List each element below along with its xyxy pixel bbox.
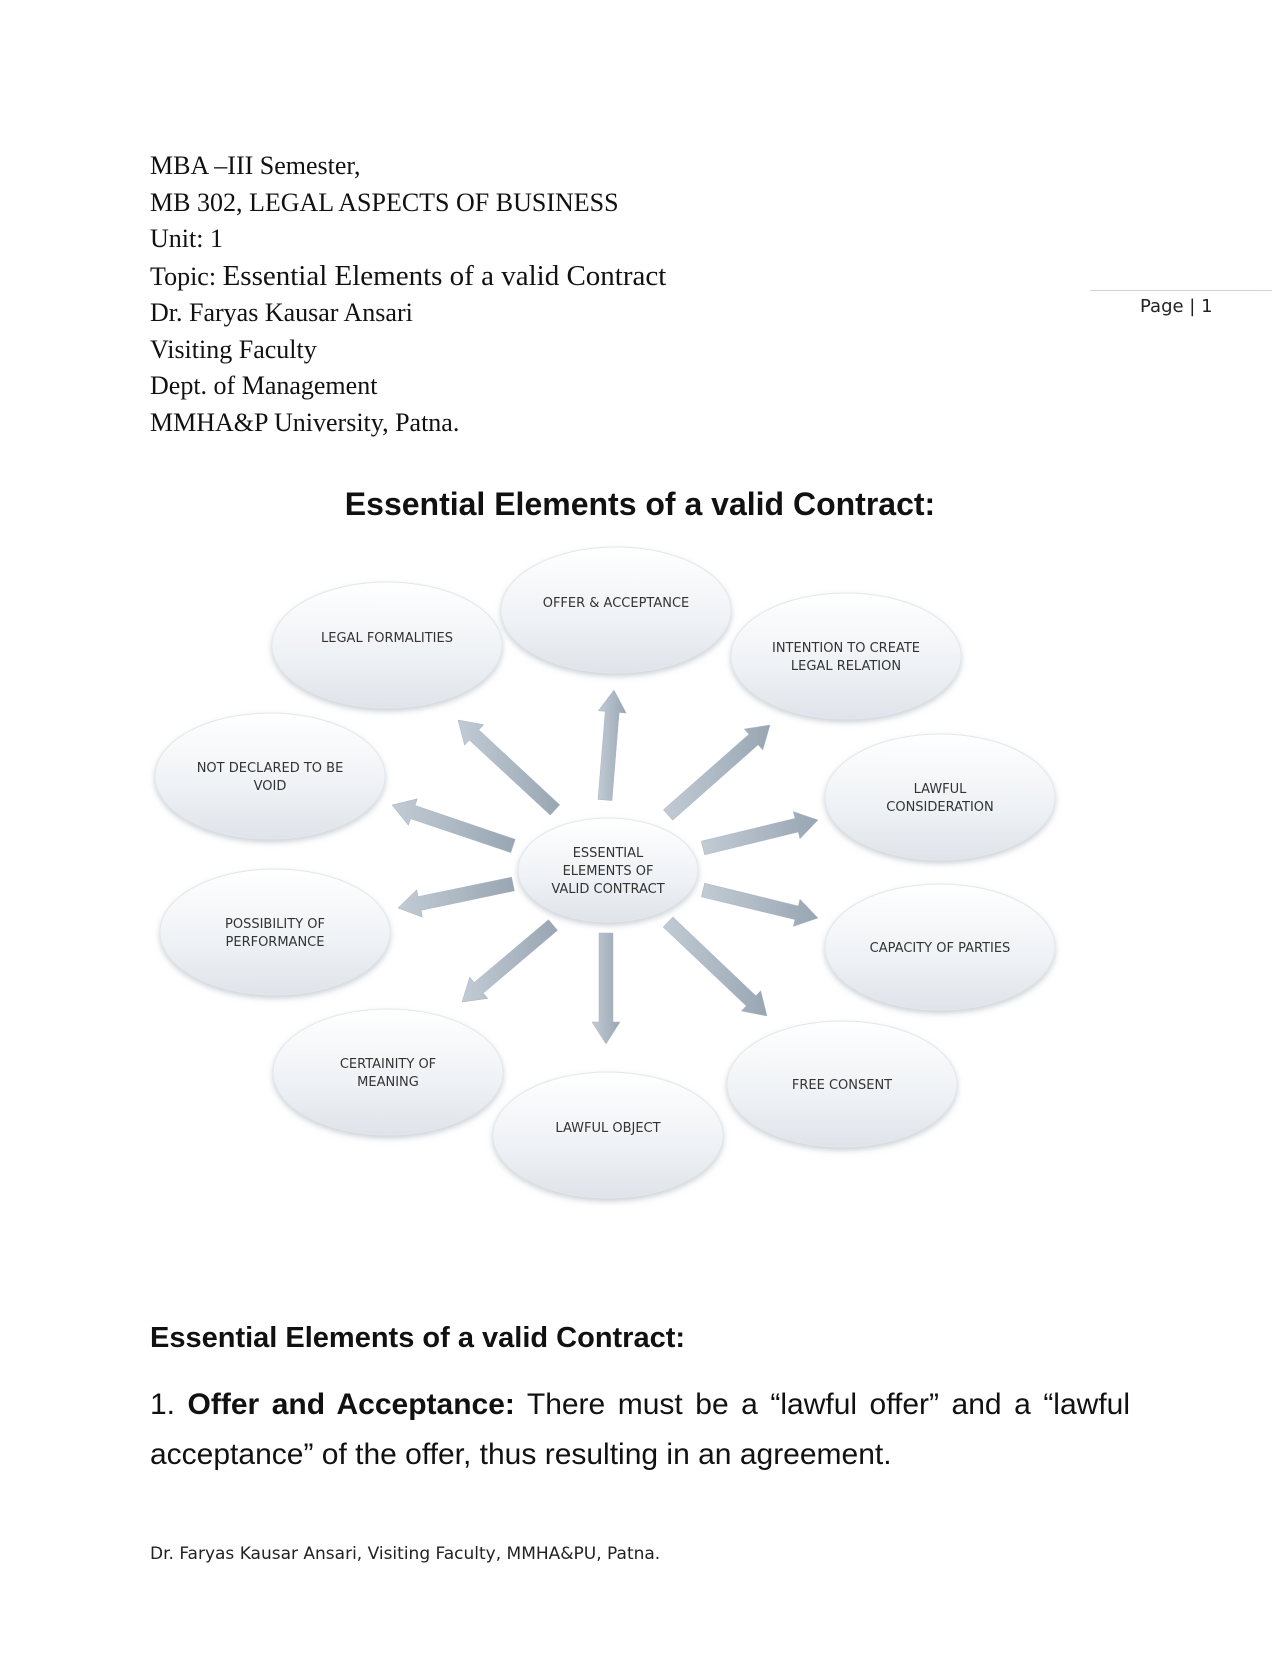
- topic-value: Essential Elements of a valid Contract: [222, 259, 667, 292]
- node-label: ESSENTIAL: [573, 846, 644, 861]
- ellipse-shape: [154, 712, 386, 840]
- node-capacity: CAPACITY OF PARTIES: [824, 883, 1056, 1011]
- node-possibility: POSSIBILITY OF PERFORMANCE: [159, 868, 391, 996]
- node-label: VALID CONTRACT: [551, 882, 664, 897]
- ellipse-shape: [492, 1071, 724, 1199]
- page-number-rule: [1090, 290, 1272, 291]
- author-line: Visiting Faculty: [150, 334, 317, 364]
- ellipse-shape: [271, 581, 503, 709]
- node-label: CERTAINITY OF: [340, 1057, 436, 1072]
- node-consent: FREE CONSENT: [726, 1020, 958, 1148]
- node-label: LAWFUL OBJECT: [555, 1121, 660, 1136]
- arrow-to-formalities: [457, 719, 561, 816]
- ellipse-shape: [824, 733, 1056, 861]
- node-intention: INTENTION TO CREATE LEGAL RELATION: [730, 592, 962, 720]
- point-offer-acceptance: 1. Offer and Acceptance: There must be a…: [150, 1380, 1130, 1480]
- node-label: LAWFUL: [914, 782, 968, 797]
- node-label: POSSIBILITY OF: [225, 917, 325, 932]
- node-label: CONSIDERATION: [886, 800, 993, 815]
- page-footer: Dr. Faryas Kausar Ansari, Visiting Facul…: [150, 1544, 661, 1564]
- arrow-to-possibility: [397, 876, 515, 918]
- node-label: ELEMENTS OF: [563, 864, 654, 879]
- header-line: MB 302, LEGAL ASPECTS OF BUSINESS: [150, 187, 619, 217]
- arrow-to-capacity: [701, 882, 819, 927]
- document-header: MBA –III Semester, MB 302, LEGAL ASPECTS…: [150, 148, 666, 441]
- arrow-to-offer: [597, 689, 627, 801]
- node-label: LEGAL RELATION: [791, 659, 901, 674]
- point-text: There must be a “lawful offer” and a “la…: [150, 1388, 1131, 1471]
- node-label: CAPACITY OF PARTIES: [870, 941, 1011, 956]
- node-label: FREE CONSENT: [792, 1078, 892, 1093]
- node-label: NOT DECLARED TO BE: [197, 761, 344, 776]
- node-consideration: LAWFUL CONSIDERATION: [824, 733, 1056, 861]
- arrow-to-intention: [663, 724, 771, 821]
- ellipse-shape: [272, 1008, 504, 1136]
- node-void: NOT DECLARED TO BE VOID: [154, 712, 386, 840]
- node-center: ESSENTIAL ELEMENTS OF VALID CONTRACT: [517, 817, 699, 923]
- header-topic: Topic: Essential Elements of a valid Con…: [150, 258, 666, 296]
- author-line: Dr. Faryas Kausar Ansari: [150, 298, 413, 327]
- node-label: OFFER & ACCEPTANCE: [543, 596, 690, 611]
- arrow-to-void: [391, 798, 516, 853]
- node-formalities: LEGAL FORMALITIES: [271, 581, 503, 709]
- point-number: 1.: [150, 1388, 188, 1421]
- header-line: MBA –III Semester,: [150, 151, 361, 180]
- node-object: LAWFUL OBJECT: [492, 1071, 724, 1199]
- ellipse-shape: [824, 883, 1056, 1011]
- ellipse-shape: [726, 1020, 958, 1148]
- ellipse-shape: [730, 592, 962, 720]
- node-label: MEANING: [357, 1075, 419, 1090]
- node-offer: OFFER & ACCEPTANCE: [500, 546, 732, 674]
- arrow-to-consent: [662, 916, 768, 1017]
- author-line: Dept. of Management: [150, 371, 378, 400]
- header-line: Unit: 1: [150, 224, 223, 253]
- node-certainty: CERTAINITY OF MEANING: [272, 1008, 504, 1136]
- node-label: INTENTION TO CREATE: [772, 641, 920, 656]
- point-term: Offer and Acceptance:: [187, 1388, 515, 1421]
- page-title: Essential Elements of a valid Contract:: [344, 486, 936, 522]
- page-number: Page | 1: [1140, 296, 1213, 317]
- ellipse-shape: [500, 546, 732, 674]
- node-label: VOID: [254, 779, 287, 794]
- ellipse-shape: [159, 868, 391, 996]
- node-label: LEGAL FORMALITIES: [321, 631, 453, 646]
- node-label: PERFORMANCE: [226, 935, 325, 950]
- author-line: MMHA&P University, Patna.: [150, 407, 460, 437]
- arrow-to-object: [591, 932, 621, 1045]
- arrow-to-certainty: [461, 919, 558, 1003]
- arrow-to-consideration: [701, 811, 819, 856]
- ellipse-shape: [517, 817, 699, 923]
- topic-label: Topic:: [150, 261, 223, 291]
- section-subheading: Essential Elements of a valid Contract:: [150, 1322, 686, 1354]
